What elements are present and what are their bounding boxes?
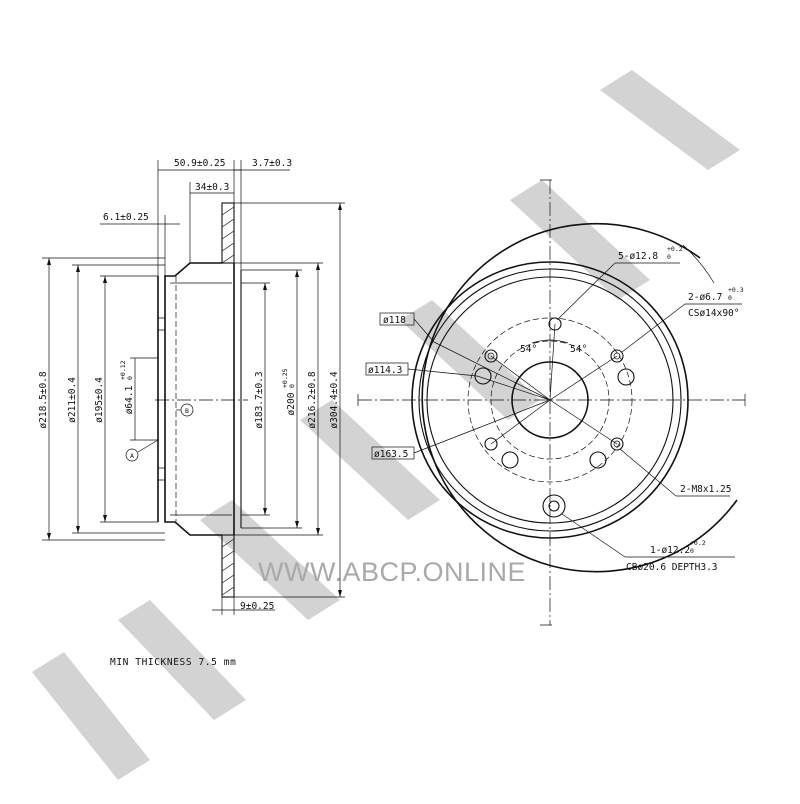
d-200-tol-low: 0 bbox=[288, 384, 296, 388]
leader-holes-5 bbox=[556, 262, 616, 321]
bolt-hole-sections bbox=[158, 317, 165, 481]
bolt-hole-lower-right bbox=[610, 437, 624, 451]
label-d-64: ø64.1 +0.12 0 bbox=[119, 360, 135, 414]
hole-lower-left bbox=[501, 451, 519, 469]
watermark-letter-t bbox=[300, 400, 440, 520]
watermark-letter-e-1 bbox=[118, 600, 246, 720]
watermark-letter-z-stroke bbox=[32, 652, 150, 780]
label-pcd-163: ø163.5 bbox=[374, 449, 408, 460]
label-hat-6-1: 6.1±0.25 bbox=[103, 212, 149, 223]
datum-a-circle bbox=[125, 448, 139, 462]
disc-ring-top bbox=[221, 202, 235, 264]
label-d-211: ø211±0.4 bbox=[67, 377, 78, 423]
hole-lower-right bbox=[589, 451, 607, 469]
bolt-hole-upper-left bbox=[484, 349, 498, 363]
pcd-leaders bbox=[433, 341, 551, 433]
side-section-view: ø218.5±0.8 ø211±0.4 ø195±0.4 ø64.1 +0.12… bbox=[38, 158, 345, 615]
centerline-end-marks bbox=[540, 179, 552, 626]
label-holes-5: 5-ø12.8 bbox=[618, 251, 658, 262]
hole-1-12-2-inner bbox=[548, 500, 560, 512]
bolt-hole-lower-left bbox=[484, 437, 498, 451]
hole-1-tol-low: 0 bbox=[690, 547, 694, 555]
centerline-end-marks-h bbox=[357, 394, 746, 406]
datum-a-label: A bbox=[130, 452, 134, 460]
label-width-50-9: 50.9±0.25 bbox=[174, 158, 225, 169]
d-200-main: ø200 bbox=[286, 392, 297, 415]
angle-arcs bbox=[531, 339, 569, 344]
label-countersink: CSø14x90° bbox=[688, 308, 739, 319]
label-angle-right: 54° bbox=[570, 344, 587, 355]
leader-holes-2 bbox=[621, 303, 686, 353]
leader-hole-1 bbox=[561, 513, 626, 558]
min-thickness-note: MIN THICKNESS 7.5 mm bbox=[110, 657, 236, 668]
label-pcd-114: ø114.3 bbox=[368, 365, 402, 376]
holes-5-tol-low: 0 bbox=[667, 253, 671, 261]
label-threads: 2-M8x1.25 bbox=[680, 484, 731, 495]
datum-b-label: B bbox=[185, 407, 189, 415]
leader-114 bbox=[407, 368, 478, 377]
leader-118 bbox=[413, 318, 435, 343]
d-64-tol-high: +0.12 bbox=[119, 360, 127, 380]
hole-2-6-7-right bbox=[617, 368, 635, 386]
hole-1-12-2 bbox=[542, 494, 566, 518]
bolt-hole-upper-right bbox=[610, 349, 624, 363]
holes-5-tol-high: +0.2 bbox=[667, 245, 683, 253]
label-d-216: ø216.2±0.8 bbox=[307, 371, 318, 428]
label-d-218: ø218.5±0.8 bbox=[38, 371, 49, 428]
label-d-183: ø183.7±0.3 bbox=[254, 371, 265, 428]
radial-lines bbox=[490, 323, 618, 445]
ring-bottom-hatch bbox=[221, 538, 235, 596]
label-cb: CBø20.6 DEPTH3.3 bbox=[626, 562, 718, 573]
d-64-tol-low: 0 bbox=[126, 376, 134, 380]
watermark-letter-k-2 bbox=[600, 70, 740, 170]
label-d-195: ø195±0.4 bbox=[94, 377, 105, 423]
label-hole-1: 1-ø12.2 bbox=[650, 545, 690, 556]
label-angle-left: 54° bbox=[520, 344, 537, 355]
hat-inner-lines bbox=[170, 282, 232, 516]
hat-outer-profile bbox=[164, 262, 222, 536]
bolt-hole-inner-2 bbox=[613, 352, 621, 360]
label-offset-3-7: 3.7±0.3 bbox=[252, 158, 292, 169]
label-pcd-118: ø118 bbox=[383, 315, 406, 326]
front-disc-view: ø118 ø114.3 ø163.5 54° 54° 5-ø12.8 +0.2 … bbox=[357, 179, 746, 626]
label-d-200: ø200 +0.25 0 bbox=[281, 368, 297, 415]
url-watermark: WWW.ABCP.ONLINE bbox=[258, 557, 526, 587]
leader-threads bbox=[619, 448, 677, 497]
brand-watermark bbox=[32, 70, 740, 780]
holes-2-tol-high: +0.3 bbox=[728, 286, 744, 294]
disc-outer-edge bbox=[421, 222, 738, 573]
disc-outer-tick bbox=[682, 244, 715, 284]
bolt-hole-inner-1 bbox=[487, 352, 495, 360]
watermark-letter-k-1 bbox=[510, 180, 650, 300]
leader-163 bbox=[413, 431, 469, 454]
hole-1-tol-high: +0.2 bbox=[690, 539, 706, 547]
d-200-tol-high: +0.25 bbox=[281, 368, 289, 388]
ring-top-hatch bbox=[221, 206, 235, 264]
label-disc-9: 9±0.25 bbox=[240, 601, 274, 612]
holes-2-tol-low: 0 bbox=[728, 294, 732, 302]
disc-ring-bottom bbox=[221, 534, 235, 598]
label-holes-2: 2-ø6.7 bbox=[688, 292, 722, 303]
bolt-hole-inner-3 bbox=[613, 440, 621, 448]
watermark-letter-n bbox=[200, 500, 340, 620]
label-hub-34: 34±0.3 bbox=[195, 182, 229, 193]
label-d-304: ø304.4±0.4 bbox=[329, 371, 340, 428]
d-64-main: ø64.1 bbox=[124, 385, 135, 414]
bolt-hole-top bbox=[548, 317, 562, 331]
datum-a-leader bbox=[137, 439, 159, 453]
